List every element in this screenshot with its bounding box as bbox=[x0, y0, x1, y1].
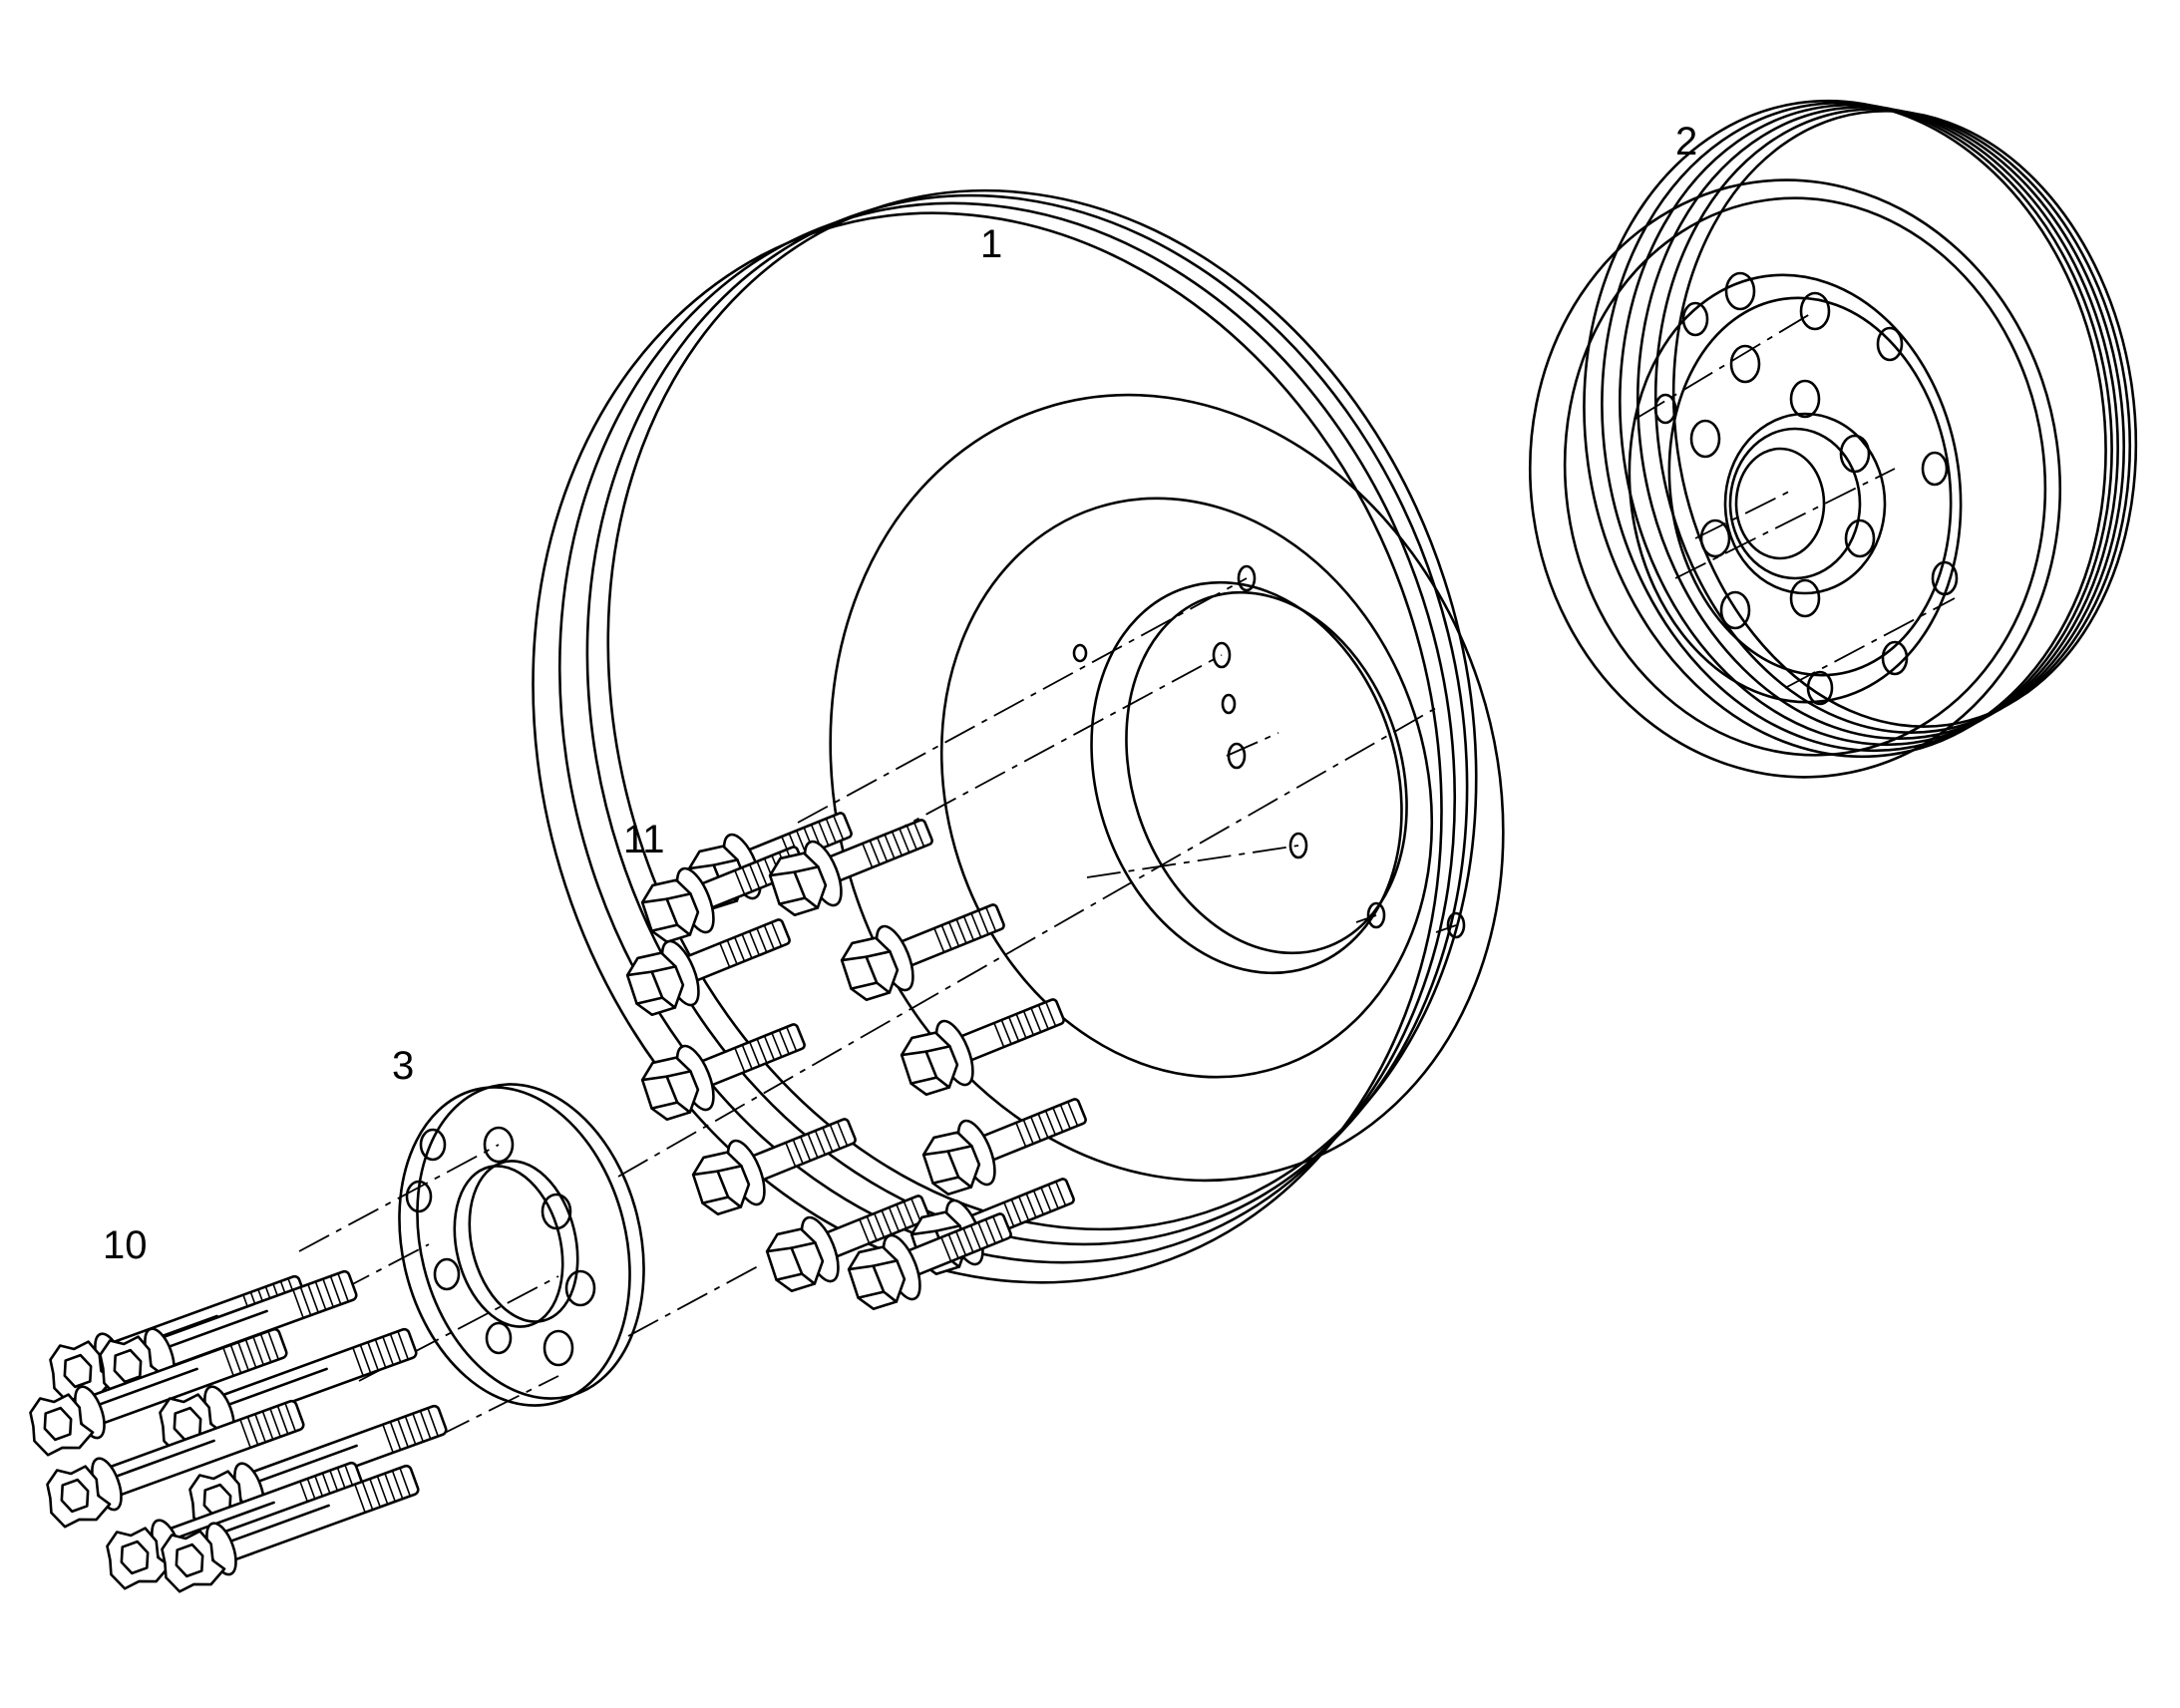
callout-part-11: 11 bbox=[623, 818, 665, 861]
callout-labels: 1 2 3 10 11 bbox=[103, 120, 1697, 1267]
callout-part-2: 2 bbox=[1675, 120, 1697, 164]
callout-part-1: 1 bbox=[980, 222, 1002, 266]
callout-part-10: 10 bbox=[103, 1223, 148, 1267]
ribbed-pulley bbox=[1528, 99, 2138, 779]
long-studs bbox=[20, 1254, 455, 1600]
flywheel-disc bbox=[532, 188, 1505, 1284]
spacer-ring bbox=[398, 1083, 645, 1407]
spacer-bolt-holes bbox=[405, 1126, 596, 1367]
flywheel-bolt-holes bbox=[1072, 564, 1466, 939]
assembly-centerlines bbox=[298, 310, 1956, 1437]
callout-part-3: 3 bbox=[392, 1044, 414, 1088]
pulley-bolt-holes bbox=[1653, 271, 1959, 706]
